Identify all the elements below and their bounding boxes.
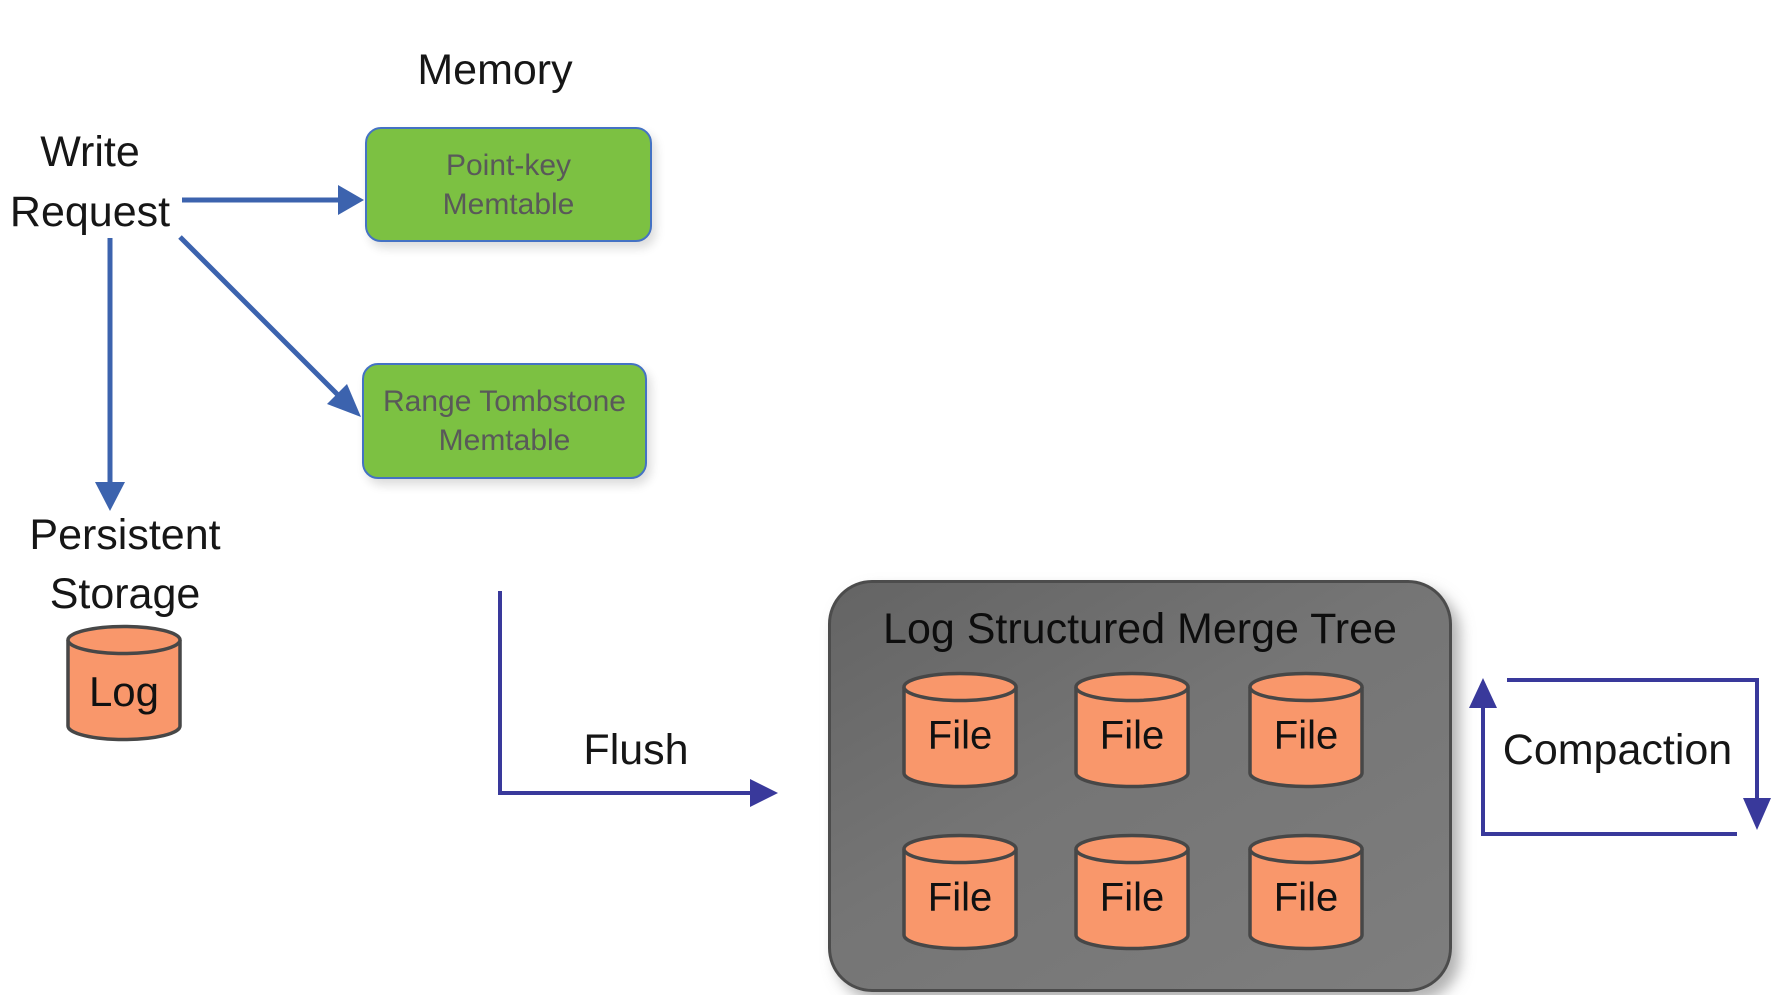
lsm-tree-panel: Log Structured Merge Tree File File File <box>828 580 1452 992</box>
write-request-line1: Write <box>40 128 140 176</box>
flush-arrowhead <box>750 779 778 807</box>
range-tombstone-memtable-box: Range Tombstone Memtable <box>362 363 647 479</box>
compaction-label: Compaction <box>1502 726 1733 774</box>
persistent-storage-label: Persistent Storage <box>22 506 228 624</box>
write-to-storage-arrowhead <box>95 482 125 511</box>
log-cylinder: Log <box>64 624 184 742</box>
range-tombstone-memtable-line1: Range Tombstone <box>383 385 626 418</box>
file-cylinder-5: File <box>1074 833 1190 951</box>
lsm-tree-title: Log Structured Merge Tree <box>883 605 1397 653</box>
file-cylinder-3: File <box>1248 671 1364 789</box>
file-cylinder-6: File <box>1248 833 1364 951</box>
file-cylinder-label: File <box>1099 713 1165 758</box>
write-to-rangetombstone-arrow-shaft <box>178 235 340 397</box>
cylinder-shape <box>902 833 1018 951</box>
compaction-down-arrowhead <box>1743 798 1771 830</box>
write-to-rangetombstone-arrowhead <box>327 384 361 417</box>
point-key-memtable-line1: Point-key <box>445 148 572 182</box>
persistent-storage-line2: Storage <box>49 570 201 618</box>
write-request-line2: Request <box>9 188 171 236</box>
file-cylinder-label: File <box>927 875 993 920</box>
point-key-memtable-line2: Memtable <box>442 187 575 221</box>
persistent-storage-line1: Persistent <box>29 511 221 559</box>
cylinder-shape <box>902 671 1018 789</box>
file-cylinder-label: File <box>927 713 993 758</box>
compaction-up-arrowhead <box>1469 678 1497 708</box>
cylinder-shape <box>1074 671 1190 789</box>
cylinder-shape <box>1248 833 1364 951</box>
file-cylinder-label: File <box>1099 875 1165 920</box>
memory-section-title: Memory <box>417 46 573 94</box>
file-cylinder-4: File <box>902 833 1018 951</box>
file-cylinder-2: File <box>1074 671 1190 789</box>
cylinder-shape <box>1074 833 1190 951</box>
cylinder-shape <box>66 624 182 742</box>
flush-label: Flush <box>583 726 689 774</box>
cylinder-shape <box>1248 671 1364 789</box>
file-cylinder-1: File <box>902 671 1018 789</box>
file-cylinder-label: File <box>1273 875 1339 920</box>
range-tombstone-memtable-line2: Memtable <box>438 424 571 457</box>
file-cylinder-label: File <box>1273 713 1339 758</box>
compaction-return-shaft <box>1481 708 1737 836</box>
point-key-memtable-box: Point-key Memtable <box>365 127 652 242</box>
log-cylinder-label: Log <box>88 668 160 716</box>
write-to-pointkey-arrowhead <box>338 185 364 215</box>
compaction-forward-shaft <box>1507 678 1759 798</box>
write-request-label: Write Request <box>0 122 180 242</box>
flush-arrow-shaft <box>498 591 750 795</box>
